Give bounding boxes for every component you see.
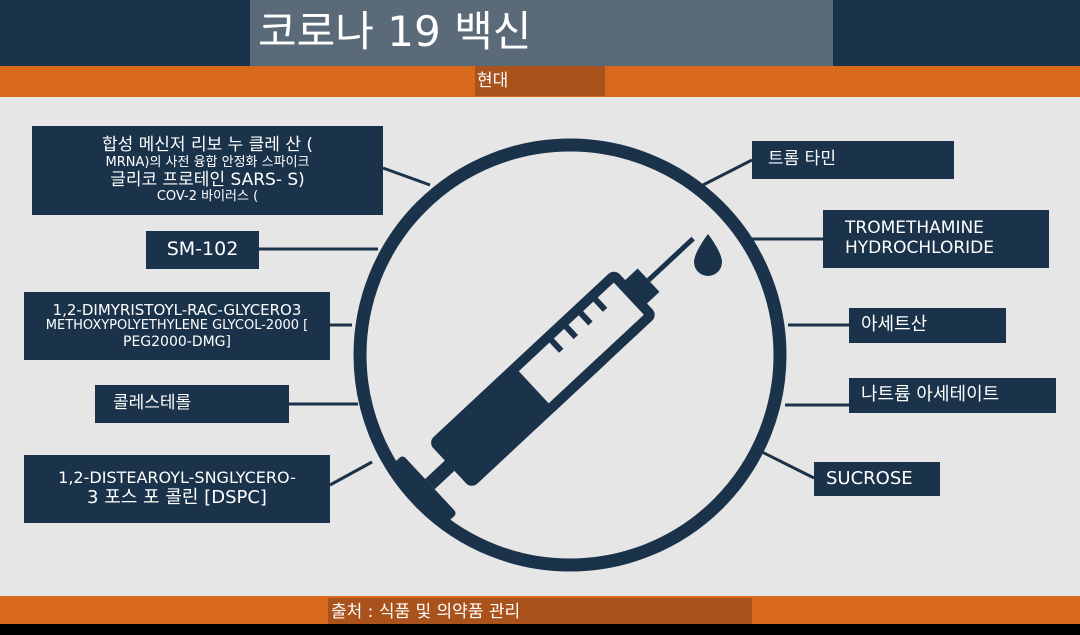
page-title: 코로나 19 백신 [258,7,532,56]
ingredient-peg2000-dmg: 1,2-DIMYRISTOYL-RAC-GLYCERO3 METHOXYPOLY… [24,292,330,360]
ingredient-acetic-acid: 아세트산 [849,308,1006,343]
ingredient-tromethamine-hcl: TROMETHAMINE HYDROCHLORIDE [823,210,1049,268]
ingredient-line: 합성 메신저 리보 누 클레 산 ( [101,135,314,156]
ingredient-tromethamine-ko: 트롬 타민 [752,141,954,179]
ingredient-line: 콜레스테롤 [113,393,192,414]
title-box [250,0,833,68]
ingredient-line: 나트륨 아세테이트 [861,384,1000,406]
footer-source: 출처 : 식품 및 의약품 관리 [328,598,752,626]
ingredient-line: METHOXYPOLYETHYLENE GLYCOL-2000 [ [45,318,309,334]
ingredient-line: SUCROSE [826,467,913,489]
ingredient-line: COV-2 바이러스 ( [156,189,259,205]
bottom-band [0,624,1080,635]
syringe-circle [353,138,787,572]
ingredient-dspc: 1,2-DISTEAROYL-SNGLYCERO- 3 포스 포 콜린 [DSP… [24,455,330,523]
ingredient-line: MRNA)의 사전 융합 안정화 스파이크 [105,154,310,170]
ingredient-cholesterol: 콜레스테롤 [95,385,289,423]
ingredient-line: HYDROCHLORIDE [845,238,995,258]
ingredient-line: 글리코 프로테인 SARS- S) [110,169,305,190]
ingredient-line: 아세트산 [861,314,928,336]
subtitle: 현대 [475,66,605,96]
ingredient-mrna: 합성 메신저 리보 누 클레 산 ( MRNA)의 사전 융합 안정화 스파이크… [32,126,383,215]
ingredient-sm-102: SM-102 [146,231,259,269]
ingredient-sucrose: SUCROSE [814,462,940,496]
ingredient-line: 3 포스 포 콜린 [DSPC] [87,486,267,508]
ingredient-line: PEG2000-DMG] [123,334,231,351]
ingredient-line: 트롬 타민 [768,149,836,170]
ingredient-line: TROMETHAMINE [845,218,984,239]
ingredient-line: 1,2-DIMYRISTOYL-RAC-GLYCERO3 [52,300,302,319]
ingredient-line: 1,2-DISTEAROYL-SNGLYCERO- [58,468,296,488]
syringe-icon [391,234,722,525]
ingredient-sodium-acetate: 나트륨 아세테이트 [849,378,1056,413]
ingredient-line: SM-102 [166,238,239,261]
